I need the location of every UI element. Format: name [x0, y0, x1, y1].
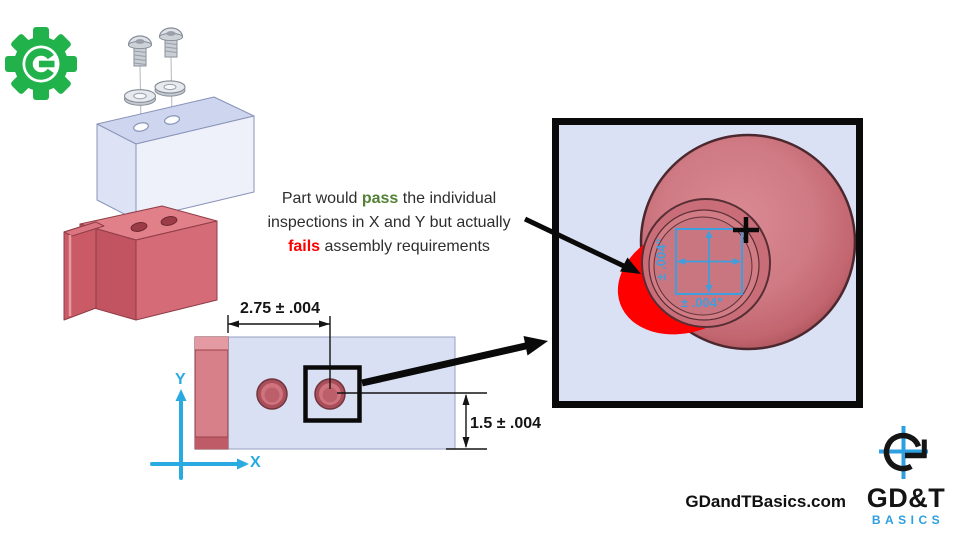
note-line-3: fails assembly requirements — [288, 238, 490, 255]
tolerance-y-label: ± .004" — [653, 238, 669, 281]
hole-right — [314, 378, 346, 410]
coordinate-axes — [150, 389, 249, 480]
part-top-view-drawing — [150, 315, 487, 480]
logo-title: GD&T — [866, 483, 946, 513]
tolerance-zone-box — [675, 228, 743, 295]
dimension-y-lines — [337, 392, 487, 450]
end-cap-strip — [194, 336, 229, 450]
red-block — [63, 205, 218, 321]
axis-y-label: Y — [175, 371, 186, 388]
screw-icons — [127, 27, 184, 67]
detail-callout-box — [303, 365, 362, 423]
note-pass-highlight: pass — [361, 190, 399, 207]
note-line-1: Part would pass the individual — [281, 190, 497, 207]
tolerance-x-label: ± .004" — [680, 295, 724, 310]
note-fails-highlight: fails — [288, 238, 321, 255]
position-symbol-g-icon — [879, 426, 928, 479]
hole-left — [256, 378, 288, 410]
note-line-2: inspections in X and Y but actually — [267, 214, 511, 231]
gear-wrench-icon — [5, 27, 77, 100]
axis-x-label: X — [250, 454, 261, 471]
note-arrow — [523, 216, 641, 274]
logo-subtitle: BASICS — [871, 513, 945, 527]
website-text: GDandTBasics.com — [685, 492, 846, 511]
tolerance-arrowheads — [677, 230, 741, 293]
channel-bracket — [96, 96, 255, 221]
dimension-y-label: 1.5 ± .004 — [470, 415, 542, 432]
zoom-detail-view — [552, 118, 863, 408]
dimension-x-label: 2.75 ± .004 — [240, 300, 320, 317]
washer-icons — [123, 80, 186, 106]
inspection-note: Part would pass the individual inspectio… — [255, 187, 523, 259]
exploded-assembly-illustration — [63, 27, 255, 321]
callout-arrow — [361, 336, 548, 387]
dimension-x-lines — [227, 315, 331, 389]
crosshair-marker — [733, 217, 759, 243]
